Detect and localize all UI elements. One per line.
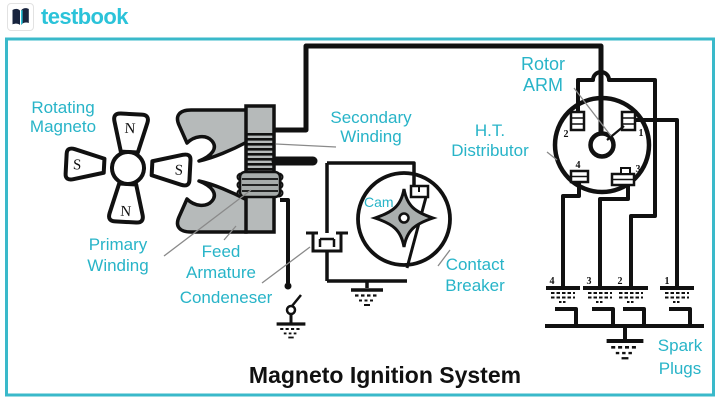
brand-name: testbook [41,4,128,29]
label-ht-distributor-1: H.T. [475,121,505,140]
magnet-pole-top [112,111,150,155]
plug-2-ground-link [623,307,646,326]
diagram-title: Magneto Ignition System [249,362,521,388]
magnet-pole-right [149,152,193,188]
label-condenser: Condeneser [180,288,273,307]
contact-breaker [306,161,452,307]
plug-3-number: 3 [587,276,592,287]
plug-4-ground-link [555,307,578,326]
rotating-magneto: N N S S [63,111,193,225]
plug-3-ground-link [592,307,615,326]
switch-lever [291,294,302,307]
pointer-feed-armature [223,225,237,241]
label-rotor-arm-2: ARM [523,75,563,95]
plug-4-number: 4 [550,276,555,287]
label-pointers [163,87,612,284]
label-primary-winding-1: Primary [89,235,148,254]
magnet-pole-left [63,146,107,182]
label-secondary-winding-2: Winding [340,127,401,146]
label-cam: Cam [364,194,394,210]
plug-1-ground-link [669,307,692,326]
terminal-3-number: 3 [636,164,641,175]
pole-n-bottom: N [120,204,132,221]
pointer-secondary-winding [275,143,337,148]
label-secondary-winding-1: Secondary [330,108,412,127]
terminal-4-number: 4 [576,160,581,171]
pointer-condenser [261,246,311,284]
switch-contact [285,304,297,316]
ht-lead-wire [274,43,604,150]
label-feed-armature-2: Armature [186,263,256,282]
terminal-2-number: 2 [564,129,569,140]
label-contact-breaker-1: Contact [446,255,505,274]
label-primary-winding-2: Winding [87,256,148,275]
condenser-symbol [306,231,348,253]
testbook-logo-icon [7,3,34,31]
wire-terminal4-to-plug4 [561,183,581,286]
magneto-hub [110,150,146,186]
label-spark-plugs-2: Plugs [659,359,702,378]
label-spark-plugs-1: Spark [658,336,703,355]
plug-2-number: 2 [618,276,623,287]
pole-shoe-top [175,108,249,163]
wire-terminal1-to-plug1 [634,118,679,286]
label-ht-distributor-2: Distributor [451,141,529,160]
plug-1-number: 1 [665,276,670,287]
spark-plugs: 4 3 2 1 [544,276,704,358]
pole-n-top: N [124,121,136,138]
pole-s-right: S [174,162,183,178]
wire-terminal2-to-plug2 [576,70,657,286]
distributor-wiring [561,70,679,286]
label-rotating-magneto-1: Rotating [31,98,94,117]
terminal-2 [569,110,586,132]
pole-s-left: S [72,157,81,173]
primary-wire [280,198,290,283]
secondary-winding-coil [247,133,273,171]
terminal-1 [620,110,637,132]
label-feed-armature-1: Feed [202,242,241,261]
primary-winding-coil [236,170,284,199]
pointer-contact-breaker [437,249,451,267]
wire-terminal3-to-plug3 [598,186,630,286]
rotor-arm-line [606,125,625,141]
pointer-primary-winding [163,189,252,257]
breaker-arm [405,196,428,269]
label-rotating-magneto-2: Magneto [30,117,96,136]
book-icon [12,8,29,25]
pole-shoe-bottom [175,179,249,234]
terminal-1-number: 1 [639,128,644,139]
magnet-pole-bottom [107,181,145,225]
pointer-ht-distributor [546,151,558,161]
pointer-rotor-arm [573,87,612,137]
label-contact-breaker-2: Breaker [445,276,505,295]
label-rotor-arm-1: Rotor [521,54,565,74]
distributor-detail: 2 1 4 3 [564,110,644,187]
brand-header: testbook [7,3,128,31]
labels: Rotating Magneto Secondary Winding Prima… [30,54,703,388]
kill-switch-branch [275,198,307,340]
